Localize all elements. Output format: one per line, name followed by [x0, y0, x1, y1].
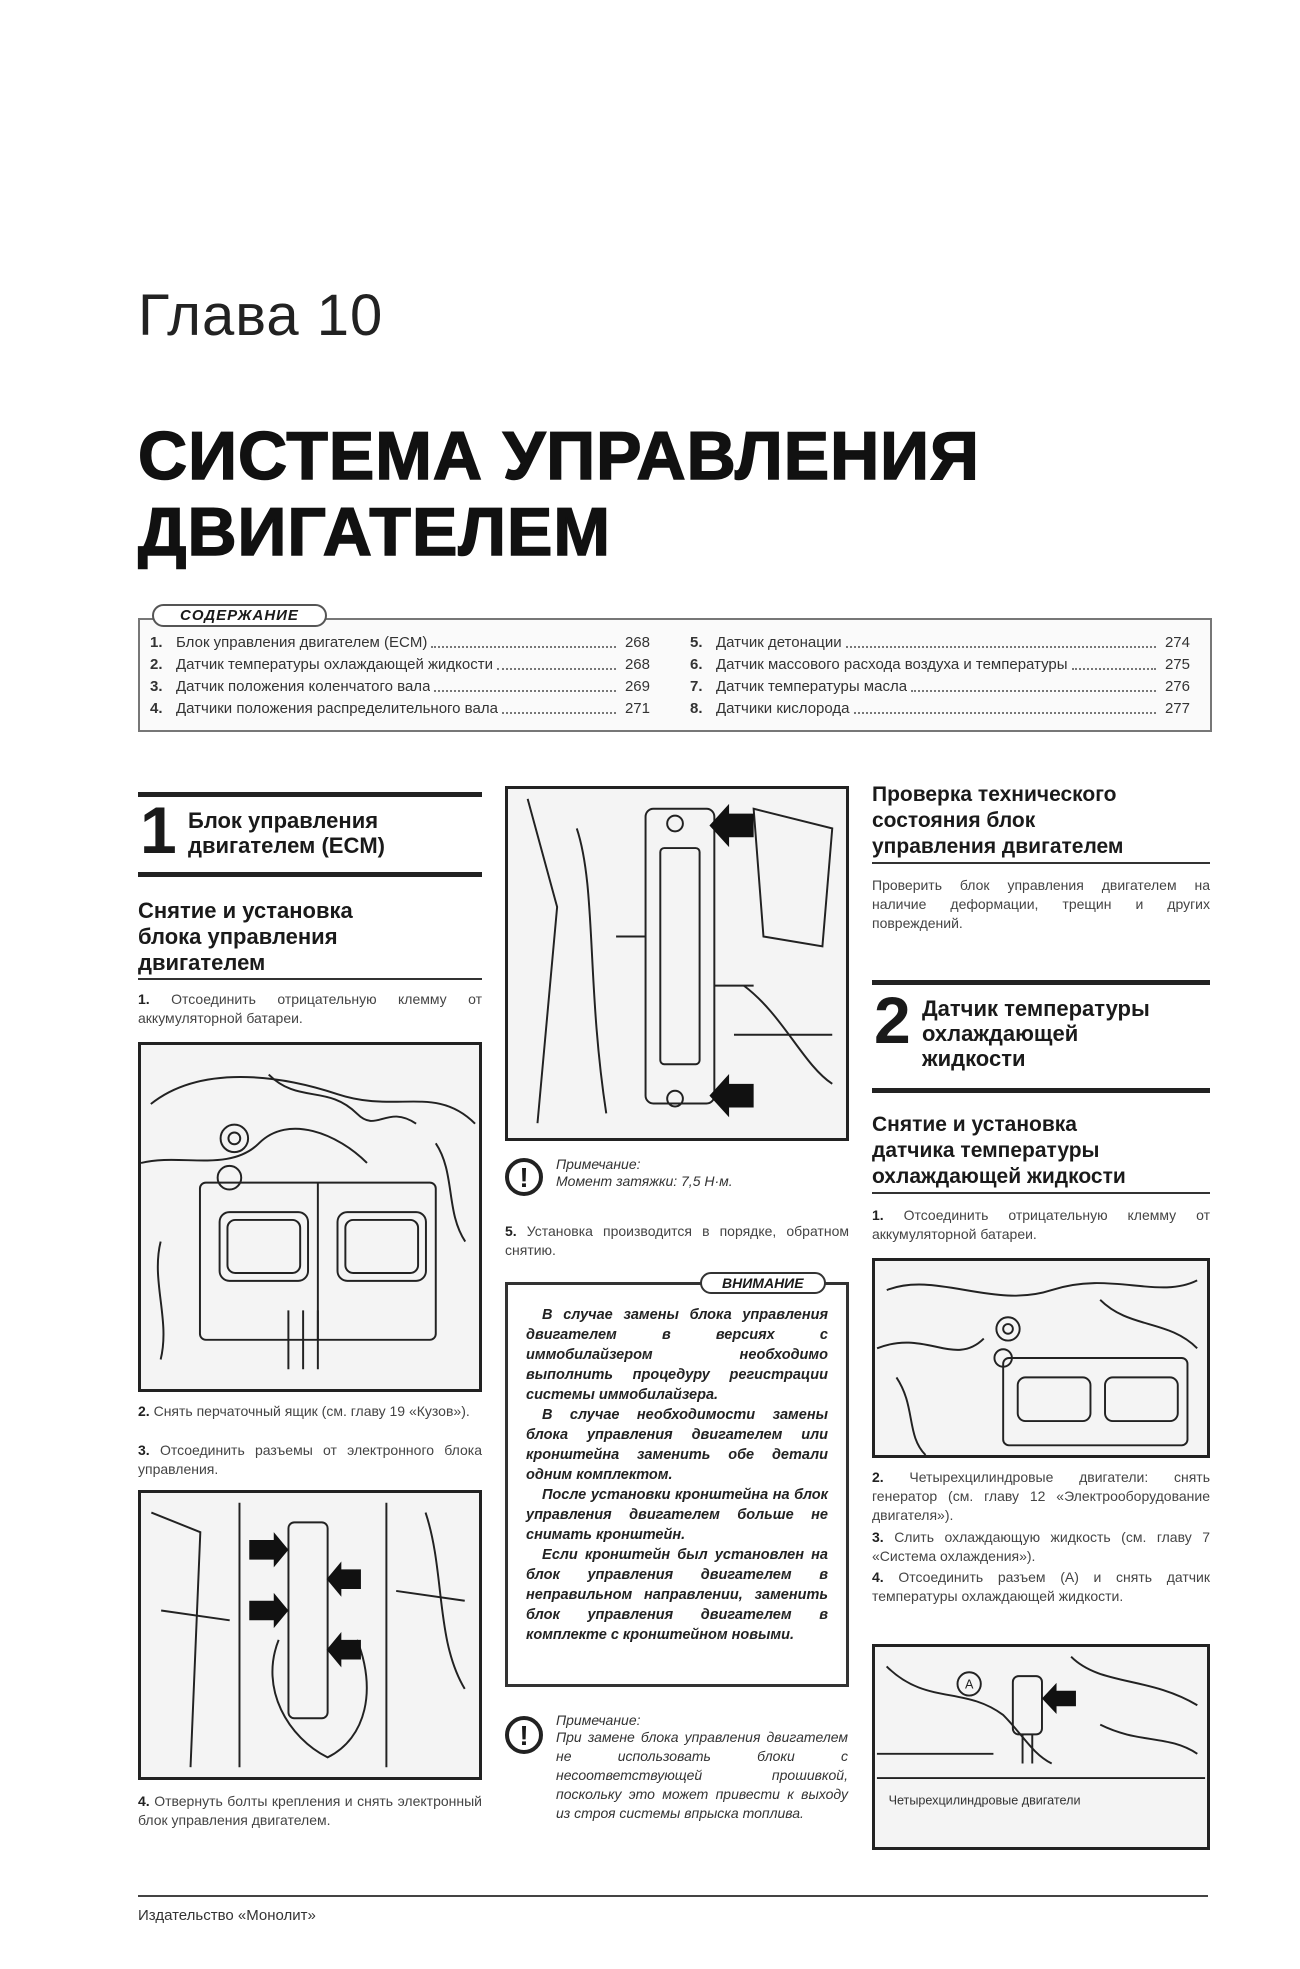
coolant-sensor-illustration: A Четырехцилиндровые двигатели: [876, 1656, 1206, 1807]
step-2: 2. Снять перчаточный ящик (см. главу 19 …: [138, 1403, 470, 1419]
page-title: СИСТЕМА УПРАВЛЕНИЯ ДВИГАТЕЛЕМ: [137, 417, 1038, 571]
section-2-title: Датчик температуры охлаждающей жидкости: [922, 996, 1150, 1071]
warning-label: ВНИМАНИЕ: [700, 1272, 826, 1294]
inspection-heading: Проверка технического состояния блок упр…: [872, 783, 1124, 858]
section-2-step-2: 2. Четырехцилиндровые двигатели: снять г…: [872, 1469, 1210, 1523]
contents-item[interactable]: 4.Датчики положения распределительного в…: [150, 700, 650, 717]
inspection-text: Проверить блок управления двигателем на …: [872, 877, 1210, 931]
section-1-subhead: Снятие и установка блока управления двиг…: [138, 898, 353, 975]
note-1-icon: !: [505, 1158, 543, 1196]
step-3: 3. Отсоединить разъемы от электронного б…: [138, 1442, 482, 1477]
contents-label: СОДЕРЖАНИЕ: [152, 604, 327, 627]
figure-caption: Четырехцилиндровые двигатели: [889, 1793, 1081, 1807]
figure-battery-terminal-2: [872, 1258, 1210, 1458]
section-2-rule-top: [872, 980, 1210, 985]
contents-item[interactable]: 2.Датчик температуры охлаждающей жидкост…: [150, 656, 650, 673]
section-2-step-4: 4. Отсоединить разъем (A) и снять датчик…: [872, 1569, 1211, 1604]
title-line-1: СИСТЕМА УПРАВЛЕНИЯ: [137, 417, 980, 495]
section-2-rule-bottom: [872, 1088, 1210, 1093]
figure-ecm-mounting: [505, 786, 849, 1141]
figure-coolant-sensor: A Четырехцилиндровые двигатели: [872, 1644, 1210, 1850]
section-2-subhead: Снятие и установка датчика температуры о…: [872, 1113, 1126, 1188]
ecm-connectors-illustration: [150, 1502, 466, 1768]
section-1-subhead-rule: [138, 978, 482, 980]
chapter-label: Глава 10: [138, 283, 384, 348]
section-1-title: Блок управления двигателем (ECM): [188, 808, 385, 858]
contents-item[interactable]: 6.Датчик массового расхода воздуха и тем…: [690, 656, 1190, 673]
section-2-subhead-rule: [872, 1192, 1210, 1194]
contents-box: [138, 618, 1212, 732]
callout-a-label: A: [965, 1678, 974, 1692]
contents-column-left: 1.Блок управления двигателем (ECM)268 2.…: [150, 632, 650, 720]
section-1-rule-top: [138, 792, 482, 797]
inspection-rule: [872, 862, 1210, 864]
step-4: 4. Отвернуть болты крепления и снять эле…: [138, 1793, 482, 1828]
section-2-step-1: 1. Отсоединить отрицательную клемму от а…: [872, 1207, 1210, 1242]
warning-text: В случае замены блока управления двигате…: [526, 1307, 828, 1643]
ecm-mounting-illustration: [526, 798, 834, 1124]
footer-rule: [138, 1895, 1208, 1897]
title-line-2: ДВИГАТЕЛЕМ: [137, 493, 612, 571]
section-1-rule-bottom: [138, 872, 482, 877]
warning-box: В случае замены блока управления двигате…: [505, 1282, 849, 1687]
section-2-number: 2: [874, 983, 911, 1057]
step-1: 1. Отсоединить отрицательную клемму от а…: [138, 991, 482, 1026]
note-2-icon: !: [505, 1716, 543, 1754]
note-2: Примечание: При замене блока управления …: [556, 1712, 848, 1821]
battery-2-illustration: [876, 1279, 1198, 1455]
figure-battery-terminal: [138, 1042, 482, 1392]
step-5: 5. Установка производится в порядке, обр…: [505, 1223, 849, 1258]
figure-ecm-connectors: [138, 1490, 482, 1780]
contents-item[interactable]: 1.Блок управления двигателем (ECM)268: [150, 634, 650, 651]
publisher-footer: Издательство «Монолит»: [138, 1907, 316, 1924]
section-2-step-3: 3. Слить охлаждающую жидкость (см. главу…: [872, 1529, 1211, 1564]
note-1: Примечание: Момент затяжки: 7,5 Н·м.: [556, 1156, 733, 1189]
section-1-number: 1: [140, 793, 177, 867]
battery-illustration: [141, 1073, 476, 1370]
